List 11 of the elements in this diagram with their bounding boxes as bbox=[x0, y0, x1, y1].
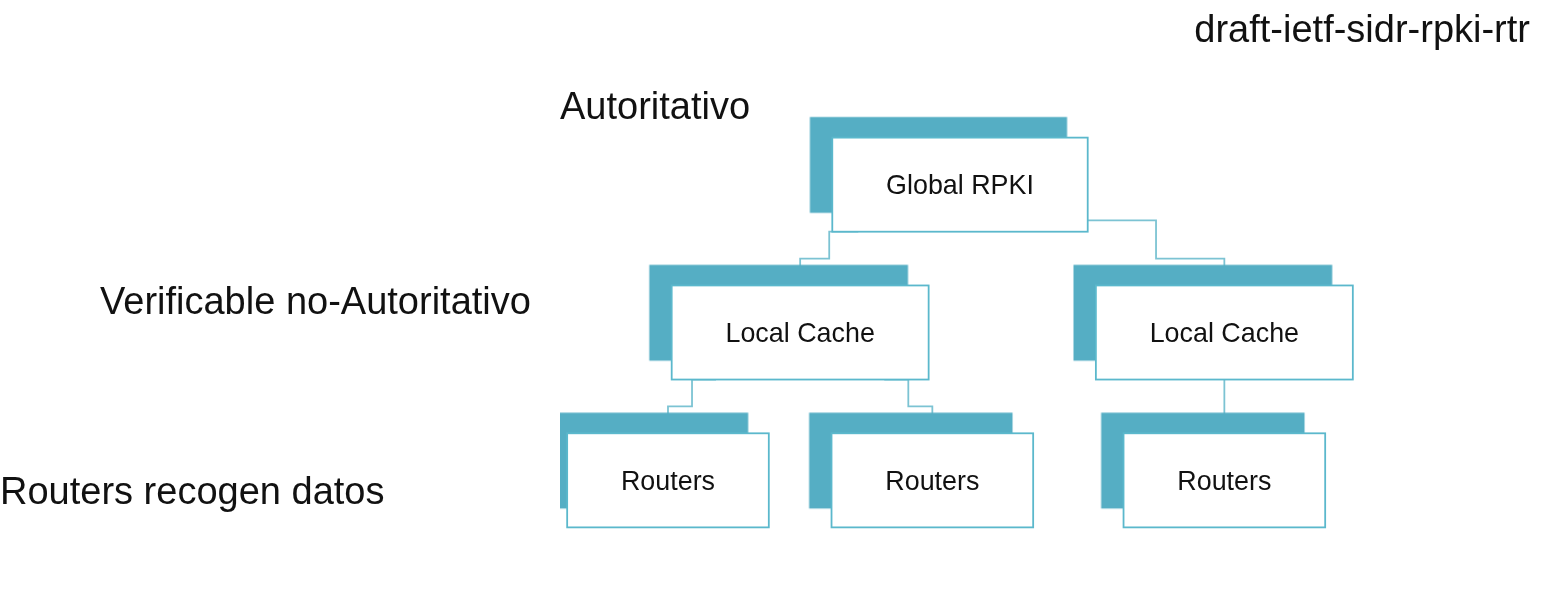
level-label: Routers recogen datos bbox=[0, 470, 385, 513]
node-box: Local Cache bbox=[670, 284, 930, 381]
document-reference: draft-ietf-sidr-rpki-rtr bbox=[1194, 8, 1530, 51]
level-label: Autoritativo bbox=[560, 85, 751, 128]
node-box: Routers bbox=[566, 432, 770, 529]
node-box: Routers bbox=[1122, 432, 1327, 529]
node-box: Local Cache bbox=[1095, 284, 1354, 381]
node-box: Global RPKI bbox=[831, 136, 1089, 233]
node-box: Routers bbox=[830, 432, 1035, 529]
connector bbox=[1223, 378, 1226, 435]
level-label: Verificable no-Autoritativo bbox=[100, 280, 531, 323]
